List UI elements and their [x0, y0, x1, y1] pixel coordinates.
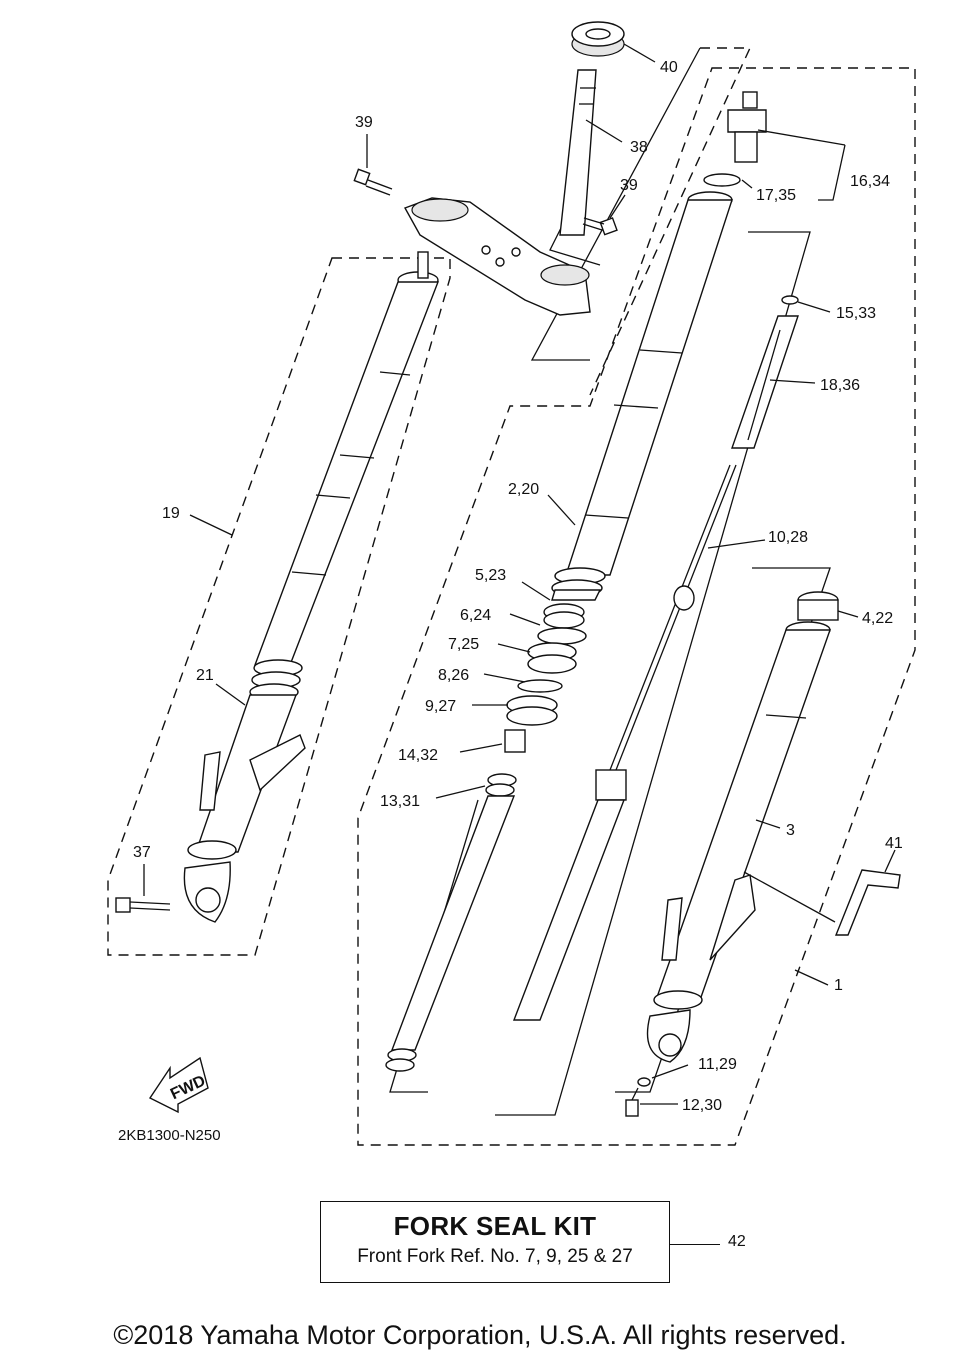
bolt-right-part [582, 217, 618, 236]
inner-tube-part [551, 191, 733, 601]
callout-41: 41 [885, 835, 903, 852]
callout-10-28: 10,28 [768, 529, 808, 546]
stem-bracket-outline [530, 47, 701, 361]
callout-39-right: 39 [620, 177, 638, 194]
collar-part [504, 729, 526, 753]
washer-small-part [637, 1077, 651, 1087]
right-fork-assembly-outline [357, 67, 916, 1146]
callout-7-25: 7,25 [448, 636, 479, 653]
callout-38: 38 [630, 139, 648, 156]
callout-16-34: 16,34 [850, 173, 890, 190]
nut-part [781, 295, 799, 305]
spring-outline [389, 799, 479, 1093]
parts-diagram: FWD 2KB1300-N250 40 39 38 39 16,34 17,35… [107, 21, 916, 1146]
fwd-arrow: FWD [148, 1056, 209, 1114]
callout-9-27: 9,27 [425, 698, 456, 715]
kit-title: FORK SEAL KIT [393, 1211, 597, 1241]
callout-5-23: 5,23 [475, 567, 506, 584]
callout-17-35: 17,35 [756, 187, 796, 204]
callout-6-24: 6,24 [460, 607, 491, 624]
slide-bushing-part [543, 603, 585, 629]
outer-tube-part [646, 591, 839, 1063]
o-ring-part [703, 173, 741, 187]
washer-part [537, 627, 587, 645]
callout-13-31: 13,31 [380, 793, 420, 810]
copyright-notice: ©2018 Yamaha Motor Corporation, U.S.A. A… [113, 1320, 847, 1350]
callout-4-22: 4,22 [862, 610, 893, 627]
callout-21: 21 [196, 667, 214, 684]
callout-19: 19 [162, 505, 180, 522]
callout-3: 3 [786, 822, 795, 839]
spacer-part [731, 315, 799, 449]
callout-39-left: 39 [355, 114, 373, 131]
fork-seal-kit-box: FORK SEAL KIT Front Fork Ref. No. 7, 9, … [320, 1201, 670, 1283]
lower-bracket-part [403, 197, 591, 316]
fork-spring-part [385, 773, 517, 1072]
hose-bracket-part [834, 869, 901, 936]
callout-40: 40 [660, 59, 678, 76]
steering-stem-part [559, 69, 597, 236]
callout-14-32: 14,32 [398, 747, 438, 764]
callout-37: 37 [133, 844, 151, 861]
bolt-left-part [353, 168, 393, 196]
kit-leader-line [670, 1244, 720, 1245]
oil-seal-7-part [527, 642, 577, 674]
callout-8-26: 8,26 [438, 667, 469, 684]
callout-2-20: 2,20 [508, 481, 539, 498]
callout-18-36: 18,36 [820, 377, 860, 394]
kit-ref-number: 42 [728, 1233, 746, 1250]
circlip-part [517, 679, 563, 693]
kit-description: Front Fork Ref. No. 7, 9, 25 & 27 [357, 1246, 633, 1267]
callout-12-30: 12,30 [682, 1097, 722, 1114]
damper-rod-part [512, 464, 737, 1021]
axle-bolt-part [115, 897, 171, 913]
cap-bolt-part [727, 91, 767, 163]
diagram-code: 2KB1300-N250 [118, 1127, 221, 1144]
callout-15-33: 15,33 [836, 305, 876, 322]
dust-seal-part [506, 695, 558, 726]
damper-rod-outline [495, 231, 811, 1116]
callout-1: 1 [834, 977, 843, 994]
callout-11-29: 11,29 [698, 1056, 737, 1073]
drain-bolt-part [625, 1087, 639, 1117]
left-fork-assembly-outline [107, 257, 451, 956]
oil-seal-part [571, 21, 625, 57]
left-fork-part [183, 251, 440, 923]
